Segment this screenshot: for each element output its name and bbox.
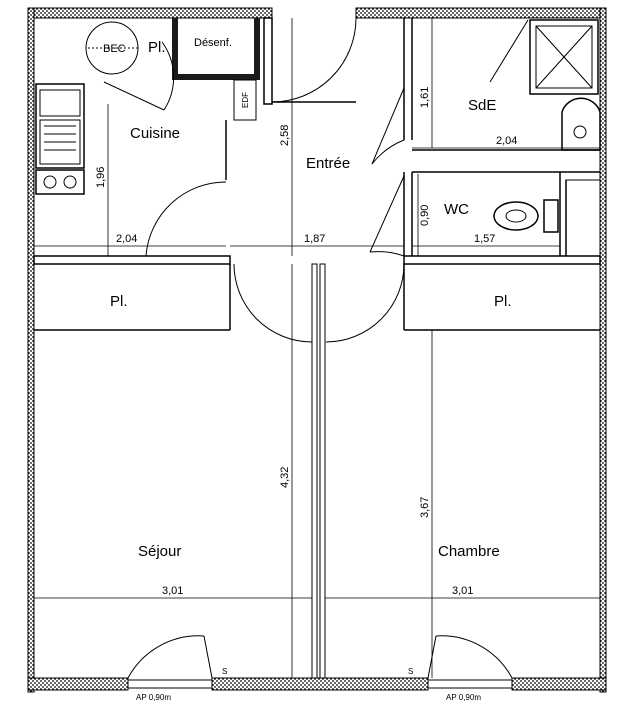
toilet-tank xyxy=(543,199,559,233)
s-marker-right: S xyxy=(408,667,413,676)
dimension-labels: 2,04 1,96 1,87 2,58 2,04 1,61 1,57 0,90 … xyxy=(95,87,517,597)
room-label-chambre: Chambre xyxy=(438,543,500,560)
dim-entree-depth: 2,58 xyxy=(279,125,291,146)
outer-walls xyxy=(27,7,607,693)
room-label-bec: BEC xyxy=(103,43,126,55)
room-label-placard-right: Pl. xyxy=(494,293,512,310)
stove xyxy=(35,169,85,195)
dimension-lines xyxy=(34,18,600,678)
dim-entree-width: 1,87 xyxy=(304,233,325,245)
dim-cuisine-depth: 1,96 xyxy=(95,167,107,188)
interior-walls xyxy=(33,17,601,679)
dim-wc-depth: 0,90 xyxy=(419,205,431,226)
dim-sejour-width: 3,01 xyxy=(162,585,183,597)
dim-cuisine-width: 2,04 xyxy=(116,233,137,245)
dim-chambre-width: 3,01 xyxy=(452,585,473,597)
doors xyxy=(103,17,513,679)
toilet-bowl xyxy=(493,201,539,231)
room-label-placard-top: Pl. xyxy=(148,39,166,56)
room-label-sde: SdE xyxy=(468,97,496,114)
kitchen-sink xyxy=(35,83,85,169)
room-label-sejour: Séjour xyxy=(138,543,181,560)
room-label-entree: Entrée xyxy=(306,155,350,172)
dim-wc-width: 1,57 xyxy=(474,233,495,245)
window-label-left: AP 0,90m xyxy=(136,693,171,702)
dim-sde-depth: 1,61 xyxy=(419,87,431,108)
room-labels: Cuisine Entrée SdE WC Séjour Chambre Pl.… xyxy=(103,37,512,560)
washbasin xyxy=(561,97,601,151)
window-label-right: AP 0,90m xyxy=(446,693,481,702)
room-label-cuisine: Cuisine xyxy=(130,125,180,142)
dim-chambre-depth: 3,67 xyxy=(419,497,431,518)
s-marker-left: S xyxy=(222,667,227,676)
dim-sejour-depth: 4,32 xyxy=(279,467,291,488)
room-label-edf: EDF xyxy=(241,92,250,108)
fixtures xyxy=(35,19,601,233)
room-label-placard-left: Pl. xyxy=(110,293,128,310)
shower-tray xyxy=(529,19,599,95)
room-label-desenf: Désenf. xyxy=(194,37,232,49)
room-label-wc: WC xyxy=(444,201,469,218)
window-markers: AP 0,90m AP 0,90m S S xyxy=(136,667,481,702)
dim-sde-width: 2,04 xyxy=(496,135,517,147)
